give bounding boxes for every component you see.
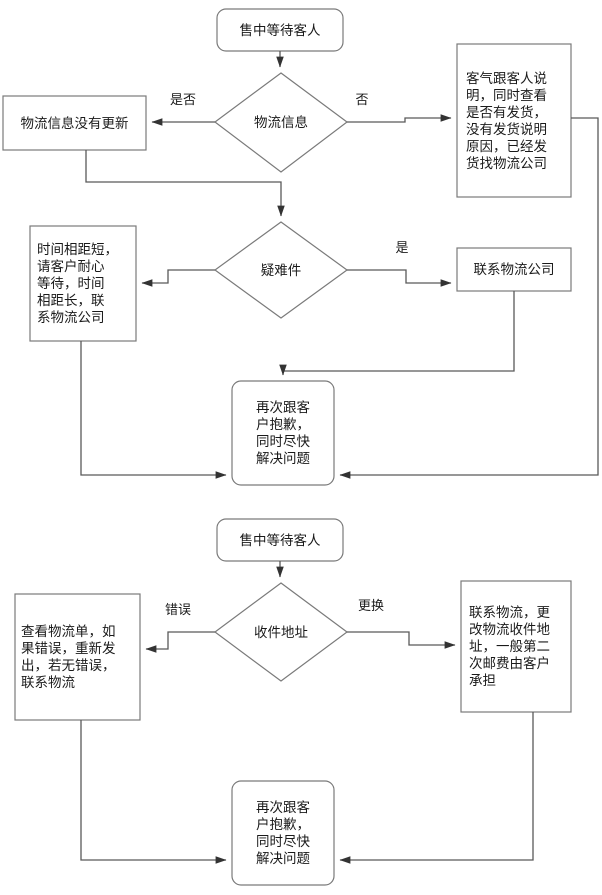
node-start-1 — [216, 8, 344, 52]
node-decision-logistics-info — [213, 72, 349, 173]
edge-decision-to-explain — [347, 114, 452, 123]
node-decision-receiving-address — [213, 582, 349, 682]
edge-explain-to-apologize-1 — [339, 117, 599, 479]
edge-difficult-to-time-gap — [141, 269, 215, 287]
node-change-address-box — [460, 580, 572, 713]
node-explain-politely-box — [456, 43, 572, 198]
edge-decision-to-change-address — [347, 631, 456, 649]
node-contact-logistics-box — [456, 247, 572, 292]
edge-contact-logistics-to-apologize-1 — [279, 291, 515, 376]
node-check-waybill-box — [14, 593, 141, 721]
edge-check-waybill-to-apologize-2 — [80, 720, 227, 864]
edge-time-gap-to-apologize-1 — [80, 341, 227, 479]
edge-no-update-to-difficult — [85, 150, 285, 217]
node-no-update-box — [2, 95, 147, 151]
node-start-2 — [216, 518, 344, 562]
edge-difficult-to-contact-logistics — [347, 269, 452, 287]
edge-decision-to-check-waybill — [145, 631, 215, 653]
node-apologize-box-1 — [231, 380, 335, 486]
node-decision-difficult-parcel — [213, 221, 349, 319]
edge-change-address-to-apologize-2 — [339, 712, 534, 864]
node-time-gap-box — [29, 225, 137, 342]
node-apologize-box-2 — [231, 780, 335, 886]
